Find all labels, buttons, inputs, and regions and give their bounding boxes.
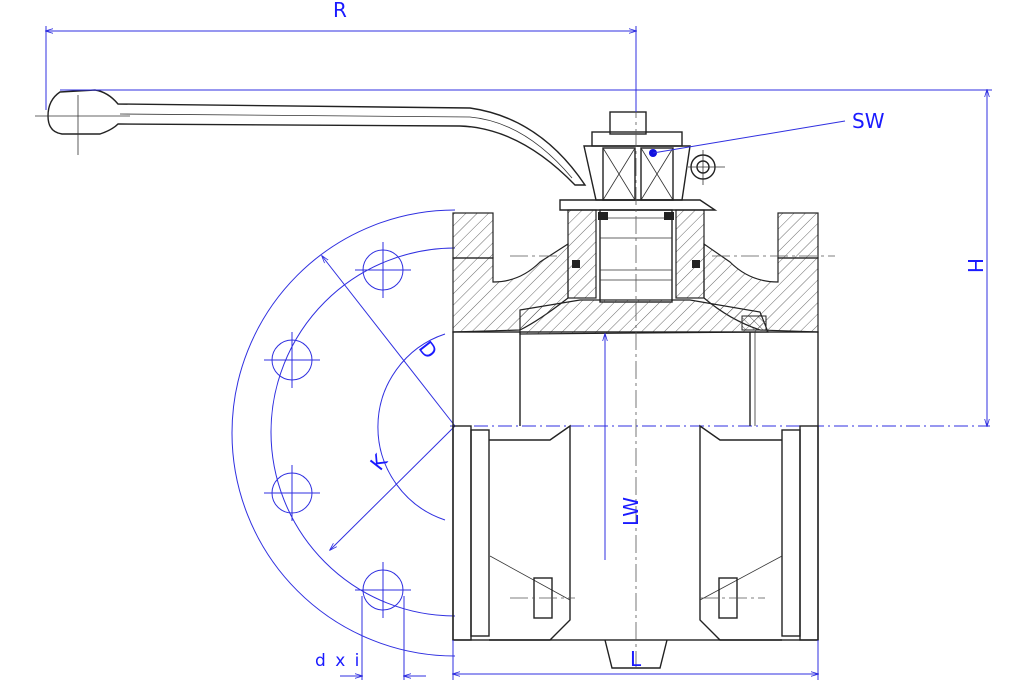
label-D: D [414,336,442,363]
sw-leader-line [652,120,846,154]
flange-outer-circle [231,209,456,657]
stem-head [559,111,846,211]
dimensions [46,26,992,680]
labels: R SW H D K LW L d x i [315,0,987,671]
label-dxi: d x i [315,651,361,671]
label-SW: SW [852,109,885,133]
flange-bolt-circle [270,247,456,617]
dimension-D-line [322,256,456,427]
label-LW: LW [619,497,643,526]
valve-body [452,100,835,669]
lever-handle [35,89,587,186]
label-R: R [333,0,347,22]
flange-end-view [231,209,990,680]
label-H: H [963,258,987,273]
dimension-K-line [330,425,456,550]
label-L: L [630,647,642,671]
bolt-holes [264,242,411,618]
bonnet-section [567,209,705,303]
flange-bore-circle [377,333,446,521]
